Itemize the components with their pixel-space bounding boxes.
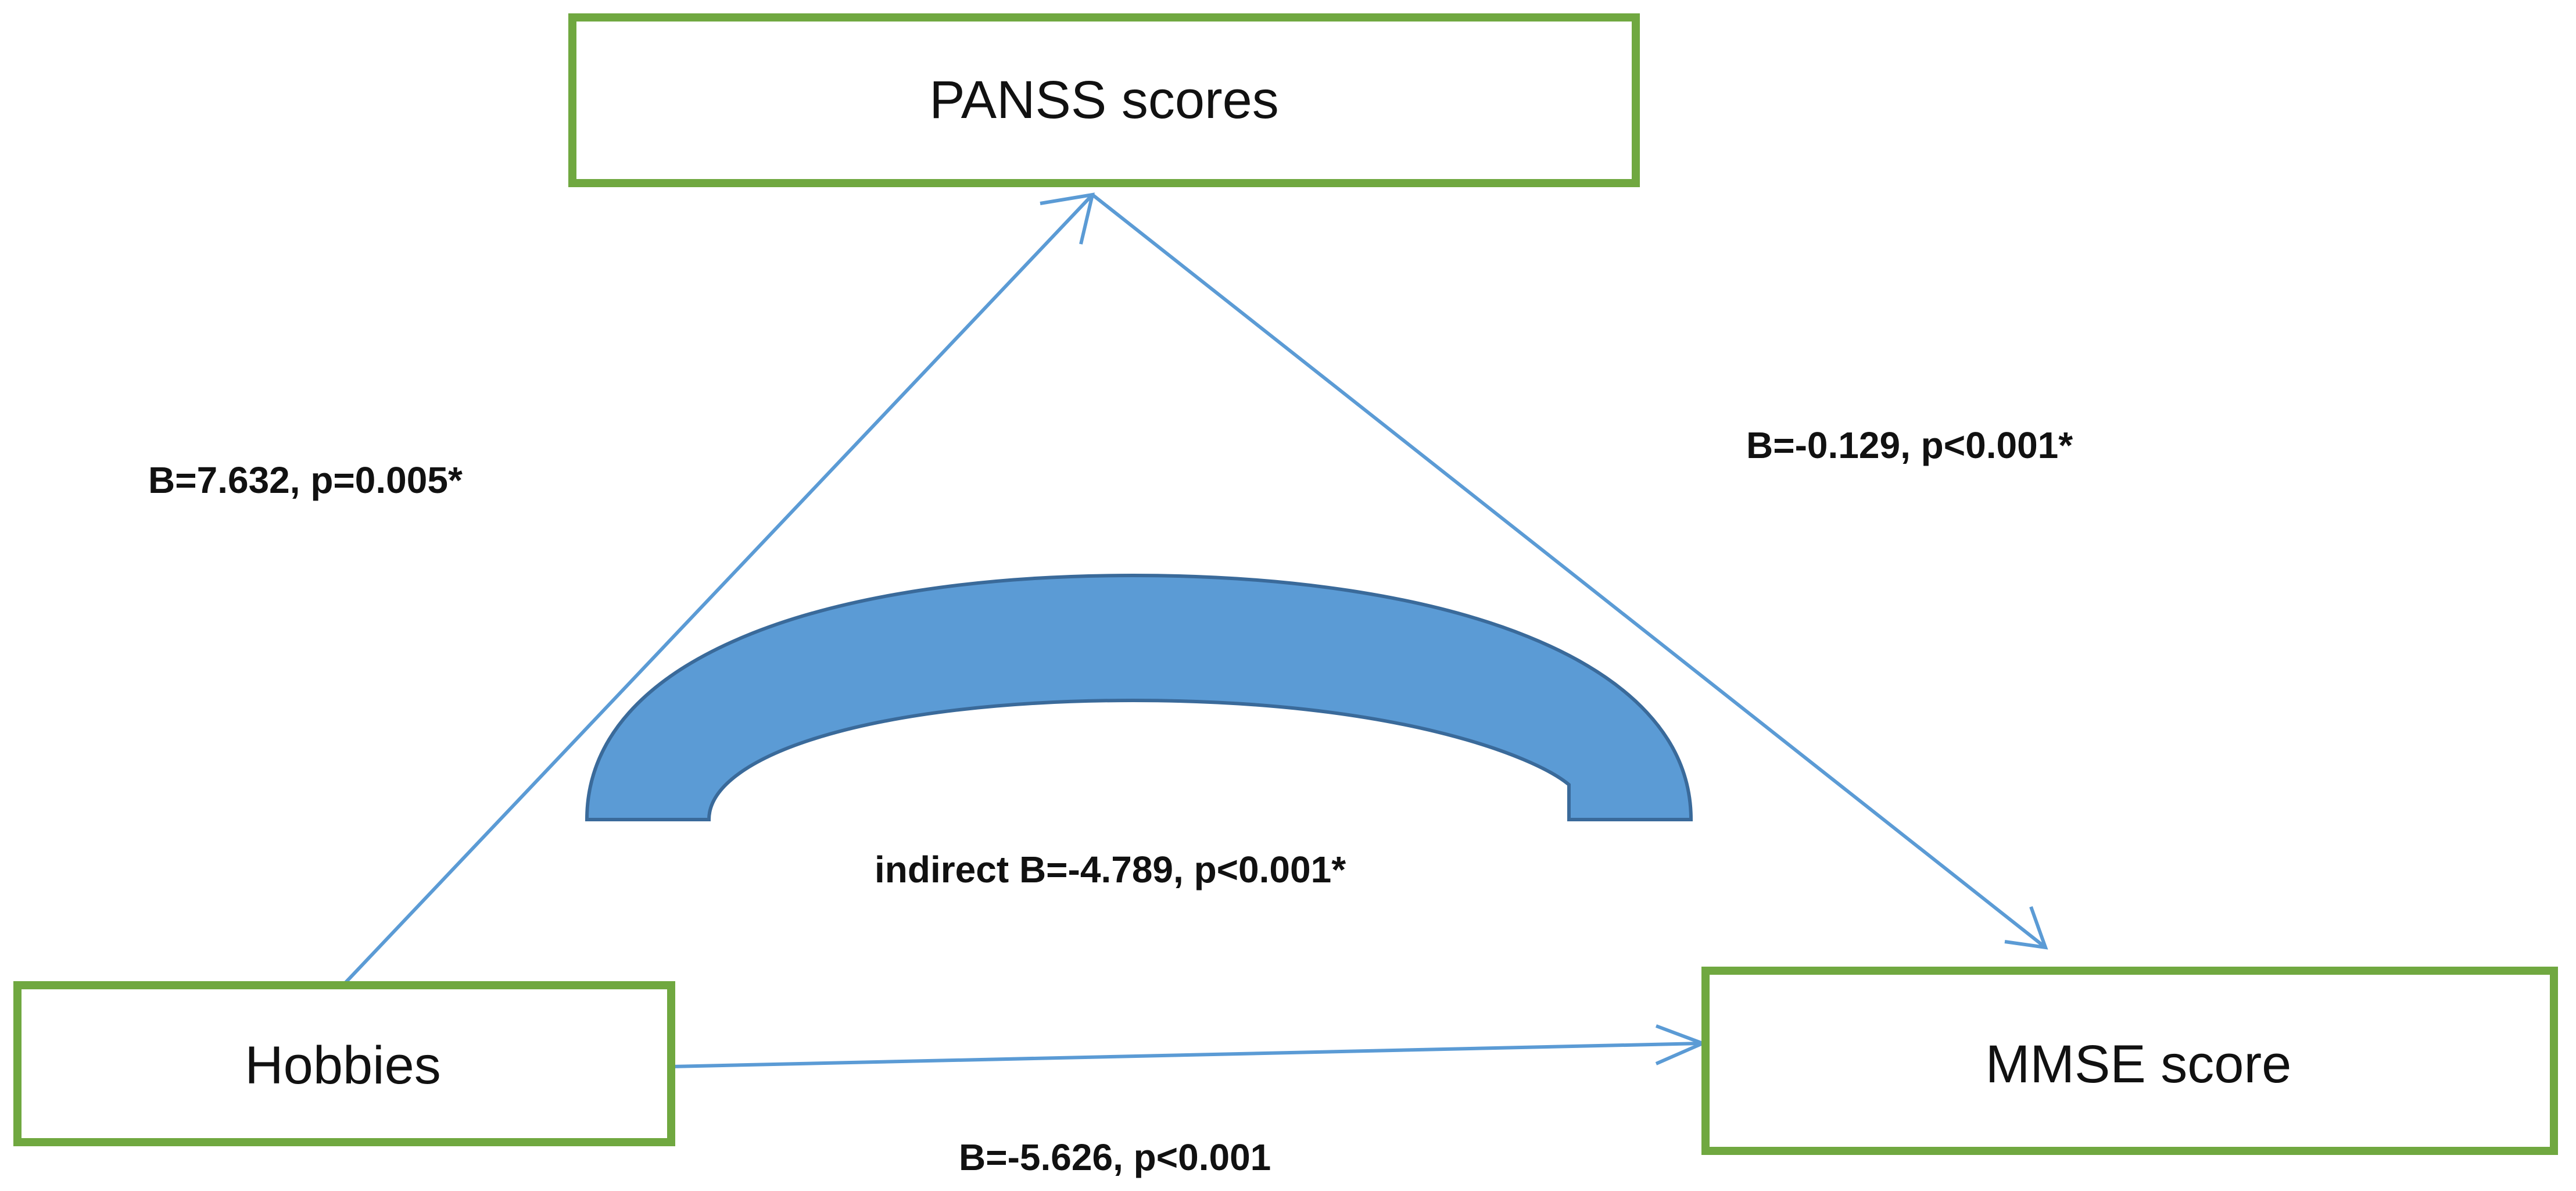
edge-indirect-label: indirect B=-4.789, p<0.001* — [875, 849, 1346, 890]
node-panss-label: PANSS scores — [929, 70, 1279, 130]
edge-panss-to-mmse — [1091, 193, 2048, 950]
edge-panss-to-mmse-label: B=-0.129, p<0.001* — [1746, 424, 2073, 466]
indirect-effect-arch — [585, 573, 1693, 821]
edge-hobbies-to-mmse — [671, 1024, 1707, 1068]
node-hobbies-label: Hobbies — [245, 1036, 441, 1095]
node-mmse-label: MMSE score — [1986, 1035, 2292, 1094]
edge-hobbies-to-panss-label: B=7.632, p=0.005* — [148, 459, 463, 501]
node-panss: PANSS scores — [568, 13, 1640, 187]
edge-hobbies-to-mmse-label: B=-5.626, p<0.001 — [959, 1136, 1271, 1178]
node-hobbies: Hobbies — [13, 981, 675, 1146]
node-mmse: MMSE score — [1701, 967, 2558, 1155]
